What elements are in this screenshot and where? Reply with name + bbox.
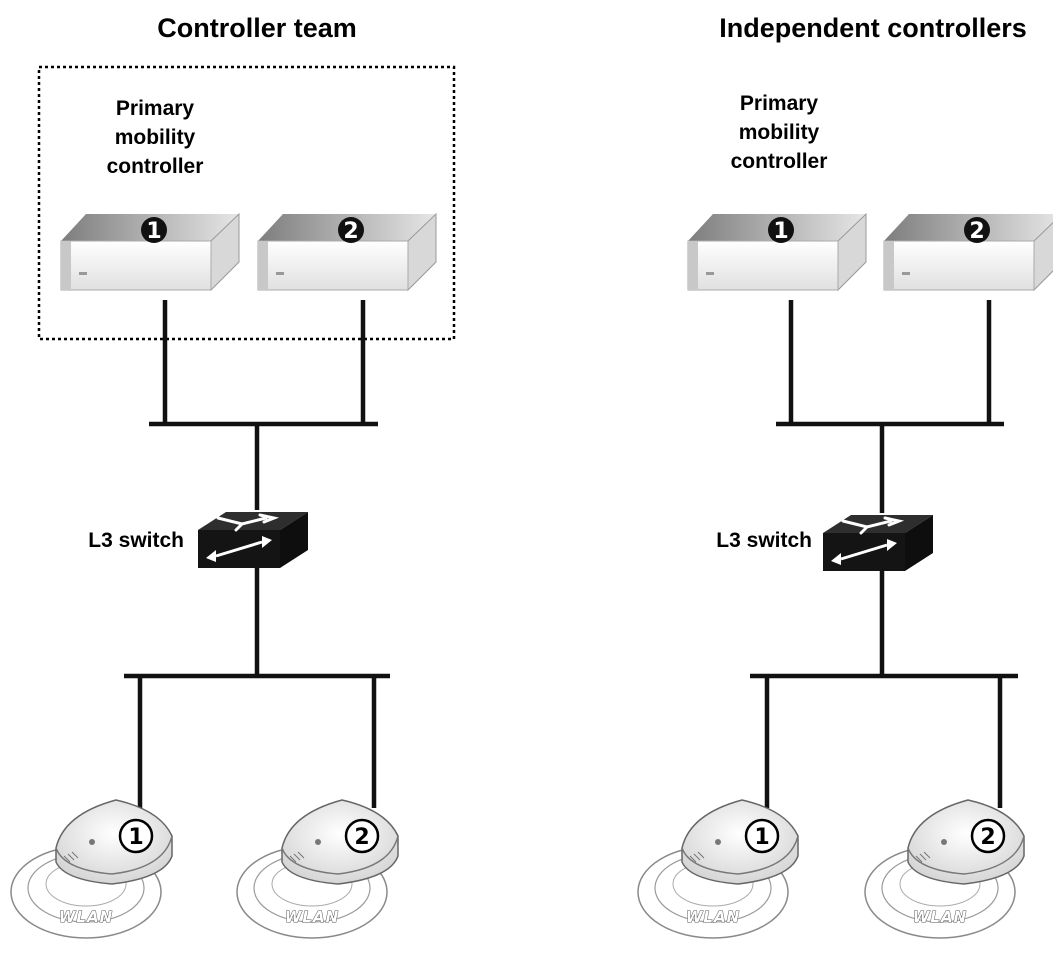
panel-title: Controller team bbox=[157, 13, 357, 43]
panel-title: Independent controllers bbox=[719, 13, 1027, 43]
wlan-coverage-icon: WLAN bbox=[864, 845, 1016, 939]
access-point-icon: 1 bbox=[54, 798, 174, 886]
wlan-coverage-icon: WLAN bbox=[10, 845, 162, 939]
controller-team-boundary bbox=[37, 65, 456, 341]
network-links bbox=[124, 300, 390, 808]
access-point-icon: 2 bbox=[906, 798, 1026, 886]
wlan-label: WLAN bbox=[59, 908, 113, 926]
access-point-icon: 2 bbox=[280, 798, 400, 886]
access-point-number: 1 bbox=[754, 825, 769, 850]
controller-icon: 1 bbox=[687, 213, 867, 291]
primary-label-line-3: controller bbox=[107, 155, 204, 178]
wlan-label: WLAN bbox=[686, 908, 740, 926]
primary-label-line-2: mobility bbox=[115, 126, 196, 149]
controller-number: 1 bbox=[146, 219, 161, 244]
panel-independent-controllers: Independent controllers Primary mobility… bbox=[637, 13, 1053, 939]
controller-number: 1 bbox=[773, 219, 788, 244]
controller-icon: 1 bbox=[60, 213, 240, 291]
primary-label-line-3: controller bbox=[731, 150, 828, 173]
panel-controller-team: Controller team Primary mobility control… bbox=[10, 13, 456, 939]
switch-label: L3 switch bbox=[716, 529, 812, 552]
access-point-number: 2 bbox=[354, 825, 369, 850]
access-point-icon: 1 bbox=[680, 798, 800, 886]
network-links bbox=[750, 300, 1018, 808]
l3-switch-icon bbox=[196, 510, 310, 570]
wlan-label: WLAN bbox=[913, 908, 967, 926]
switch-label: L3 switch bbox=[88, 529, 184, 552]
wlan-coverage-icon: WLAN bbox=[637, 845, 789, 939]
primary-label-line-1: Primary bbox=[116, 97, 195, 120]
controller-number: 2 bbox=[969, 219, 984, 244]
controller-icon: 2 bbox=[883, 213, 1053, 291]
primary-label-line-2: mobility bbox=[739, 121, 820, 144]
l3-switch-icon bbox=[821, 513, 935, 573]
wlan-label: WLAN bbox=[285, 908, 339, 926]
access-point-number: 1 bbox=[128, 825, 143, 850]
wlan-coverage-icon: WLAN bbox=[236, 845, 388, 939]
primary-label-line-1: Primary bbox=[740, 92, 819, 115]
controller-number: 2 bbox=[343, 219, 358, 244]
controller-icon: 2 bbox=[257, 213, 437, 291]
access-point-number: 2 bbox=[980, 825, 995, 850]
